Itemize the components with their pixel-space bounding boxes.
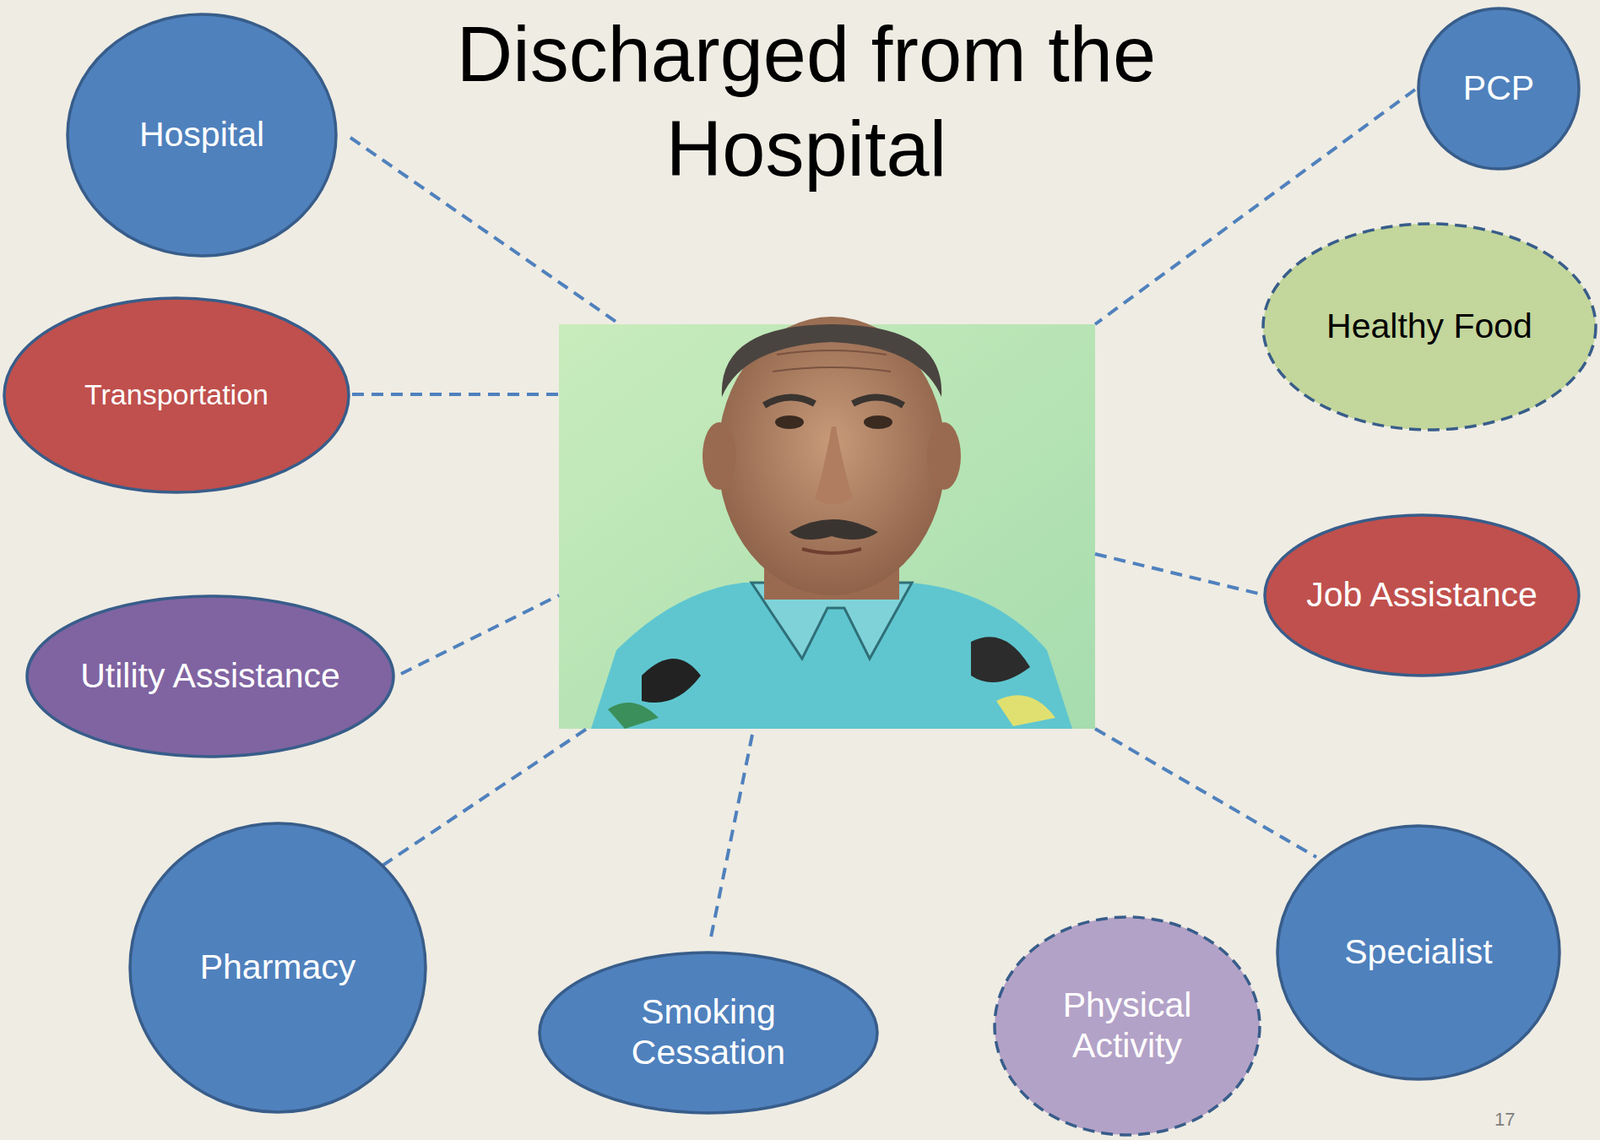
service-oval: Utility Assistance bbox=[25, 594, 396, 759]
node-label: Healthy Food bbox=[1326, 306, 1533, 348]
node-label: Specialist bbox=[1344, 932, 1492, 973]
service-oval: Job Assistance bbox=[1263, 513, 1581, 678]
node-label: Hospital bbox=[139, 114, 265, 156]
slide-title: Discharged from the Hospital bbox=[384, 6, 1229, 196]
service-circle: Pharmacy bbox=[128, 821, 428, 1114]
service-circle: Hospital bbox=[65, 12, 338, 258]
service-circle: Specialist bbox=[1275, 824, 1562, 1081]
optional-service-oval: Physical Activity bbox=[992, 915, 1262, 1137]
service-oval: Transportation bbox=[2, 296, 351, 494]
page-number: 17 bbox=[1494, 1108, 1515, 1131]
leader-line bbox=[350, 89, 1416, 938]
node-label: Physical Activity bbox=[1022, 985, 1232, 1067]
patient-photo bbox=[558, 316, 1096, 729]
optional-service-oval: Healthy Food bbox=[1261, 222, 1598, 432]
service-oval: Smoking Cessation bbox=[537, 950, 879, 1115]
node-label: Pharmacy bbox=[200, 947, 357, 988]
service-circle: PCP bbox=[1416, 6, 1581, 171]
node-label: Job Assistance bbox=[1306, 574, 1538, 616]
node-label: Transportation bbox=[84, 378, 269, 413]
node-label: Smoking Cessation bbox=[574, 992, 842, 1074]
node-label: PCP bbox=[1463, 68, 1535, 109]
node-label: Utility Assistance bbox=[80, 656, 341, 697]
